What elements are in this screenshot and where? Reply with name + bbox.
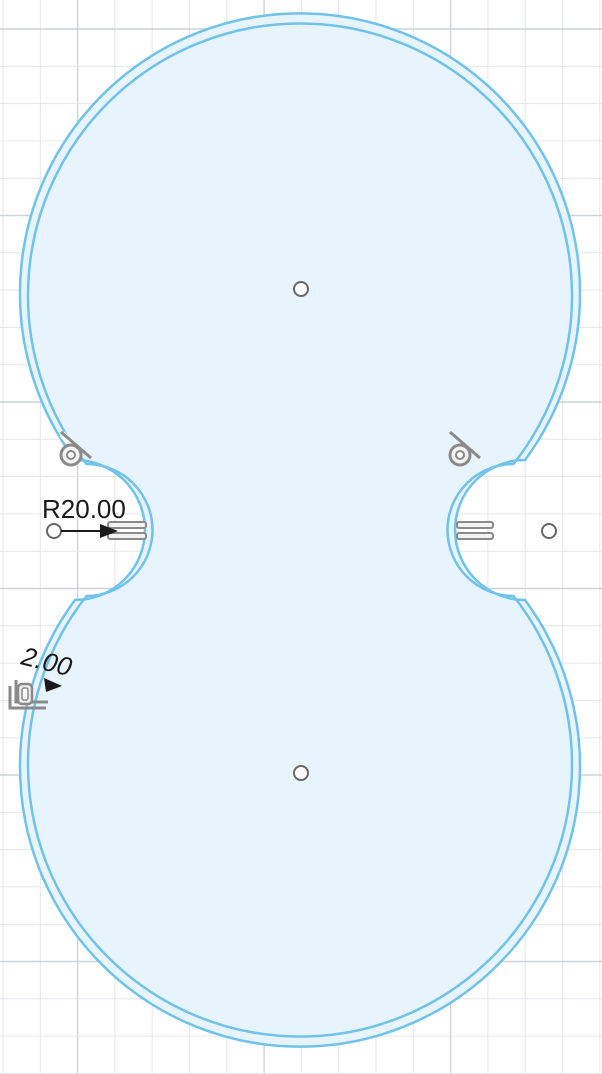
center-point-icon <box>46 523 62 539</box>
center-point-icon[interactable] <box>293 281 309 297</box>
offset-profile-curve[interactable] <box>26 22 574 1038</box>
radius-dimension-label[interactable]: R20.00 <box>42 494 126 524</box>
center-point-icon[interactable] <box>293 765 309 781</box>
coincident-constraint-icon[interactable] <box>8 680 48 710</box>
center-point-icon[interactable] <box>541 523 557 539</box>
equal-constraint-icon[interactable] <box>456 521 494 540</box>
tangent-constraint-icon[interactable] <box>448 430 481 467</box>
tangent-constraint-icon[interactable] <box>59 430 92 467</box>
equal-constraint-icon[interactable] <box>107 521 147 540</box>
sketch-profile-region[interactable] <box>18 12 582 1048</box>
radius-dimension[interactable]: R20.00 <box>42 494 126 539</box>
